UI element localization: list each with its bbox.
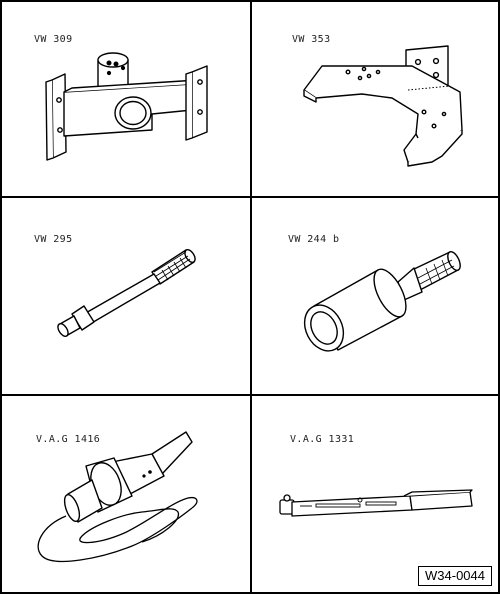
tool-label: VW 309	[34, 34, 73, 45]
tool-cell-vw353: VW 353	[252, 2, 498, 196]
sleeve-drift-icon	[303, 250, 461, 352]
tool-label: VW 295	[34, 234, 73, 245]
support-bracket-icon	[303, 45, 463, 167]
grid-divider-row2	[2, 394, 498, 396]
tool-cell-vw309: VW 309	[2, 2, 250, 196]
tool-label: VW 353	[292, 34, 331, 45]
tool-label: V.A.G 1416	[36, 434, 101, 445]
tool-cell-vag1331: V.A.G 1331	[252, 396, 498, 592]
tool-cell-vw244b: VW 244 b	[252, 198, 498, 394]
figure-code: W34-0044	[418, 566, 492, 586]
tool-label: V.A.G 1331	[290, 434, 355, 445]
tool-cell-vag1416: V.A.G 1416	[2, 396, 250, 592]
grid-divider-vertical	[250, 2, 252, 592]
drift-punch-icon	[57, 249, 196, 337]
tool-label: VW 244 b	[288, 234, 340, 245]
tool-cell-vw295: VW 295	[2, 198, 250, 394]
grid-divider-row1	[2, 196, 498, 198]
torque-wrench-icon	[279, 489, 473, 517]
hot-air-blower-icon	[37, 431, 198, 563]
mounting-plate-icon	[45, 52, 208, 161]
